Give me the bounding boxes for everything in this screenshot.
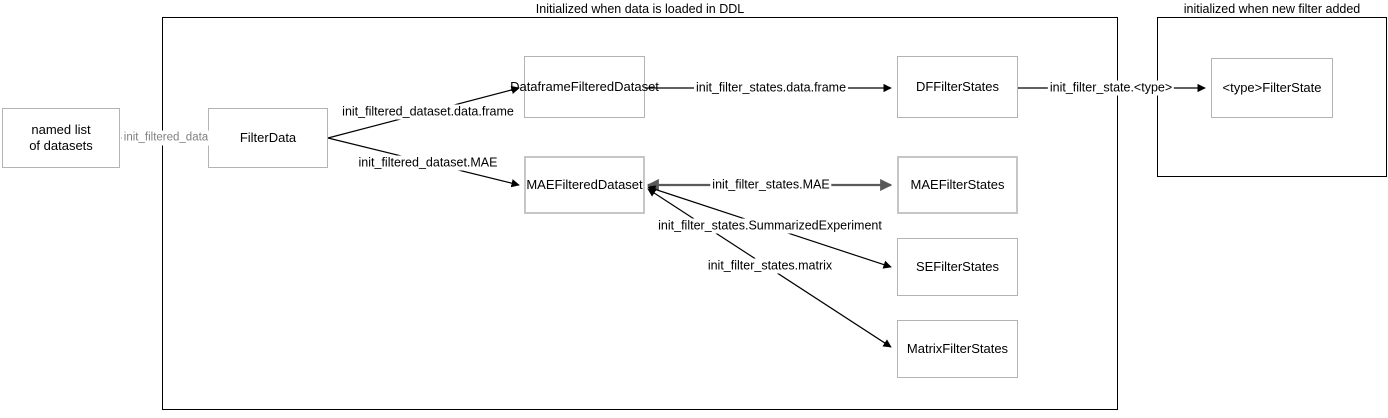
ddl-group <box>162 17 1118 410</box>
edge-init-filter-states-data-frame-label: init_filter_states.data.frame <box>693 80 849 96</box>
new-filter-group <box>1157 17 1387 177</box>
ddl-group-title: Initialized when data is loaded in DDL <box>535 2 745 16</box>
node-named-list-of-datasets[interactable]: named list of datasets <box>2 108 120 168</box>
node-maefiltereddataset[interactable]: MAEFilteredDataset <box>524 156 645 214</box>
node-dataframefiltereddataset[interactable]: DataframeFilteredDataset <box>510 56 659 118</box>
edge-init-filter-states-mae-label: init_filter_states.MAE <box>710 177 832 193</box>
edge-init-filtered-data-label: init_filtered_data <box>121 130 211 146</box>
edge-init-filter-state-type-label: init_filter_state.<type> <box>1047 80 1175 96</box>
node-matrixfilterstates[interactable]: MatrixFilterStates <box>897 320 1018 378</box>
edge-init-filtered-dataset-data-frame-label: init_filtered_dataset.data.frame <box>340 104 516 120</box>
node-maefilterstates[interactable]: MAEFilterStates <box>897 156 1018 214</box>
node-filterdata[interactable]: FilterData <box>208 108 328 168</box>
edge-init-filter-states-summarizedexperiment-label: init_filter_states.SummarizedExperiment <box>656 218 884 234</box>
node-typefilterstate[interactable]: <type>FilterState <box>1211 58 1333 118</box>
node-maefilterstates-label: MAEFilterStates <box>910 177 1005 192</box>
node-sefilterstates-label: SEFilterStates <box>915 259 1000 274</box>
node-dffilterstates[interactable]: DFFilterStates <box>897 56 1018 118</box>
node-named-list-of-datasets-label: named list of datasets <box>29 122 93 153</box>
edge-init-filter-states-matrix-label: init_filter_states.matrix <box>705 258 835 274</box>
node-dataframefiltereddataset-label: DataframeFilteredDataset <box>510 79 659 94</box>
node-sefilterstates[interactable]: SEFilterStates <box>897 238 1018 296</box>
new-filter-group-title: initialized when new filter added <box>1183 2 1361 16</box>
node-dffilterstates-label: DFFilterStates <box>915 79 1000 94</box>
edge-init-filtered-dataset-mae-label: init_filtered_dataset.MAE <box>356 155 500 171</box>
node-maefiltereddataset-label: MAEFilteredDataset <box>526 177 643 192</box>
node-filterdata-label: FilterData <box>239 130 297 145</box>
node-typefilterstate-label: <type>FilterState <box>1222 80 1322 95</box>
node-matrixfilterstates-label: MatrixFilterStates <box>906 341 1009 356</box>
